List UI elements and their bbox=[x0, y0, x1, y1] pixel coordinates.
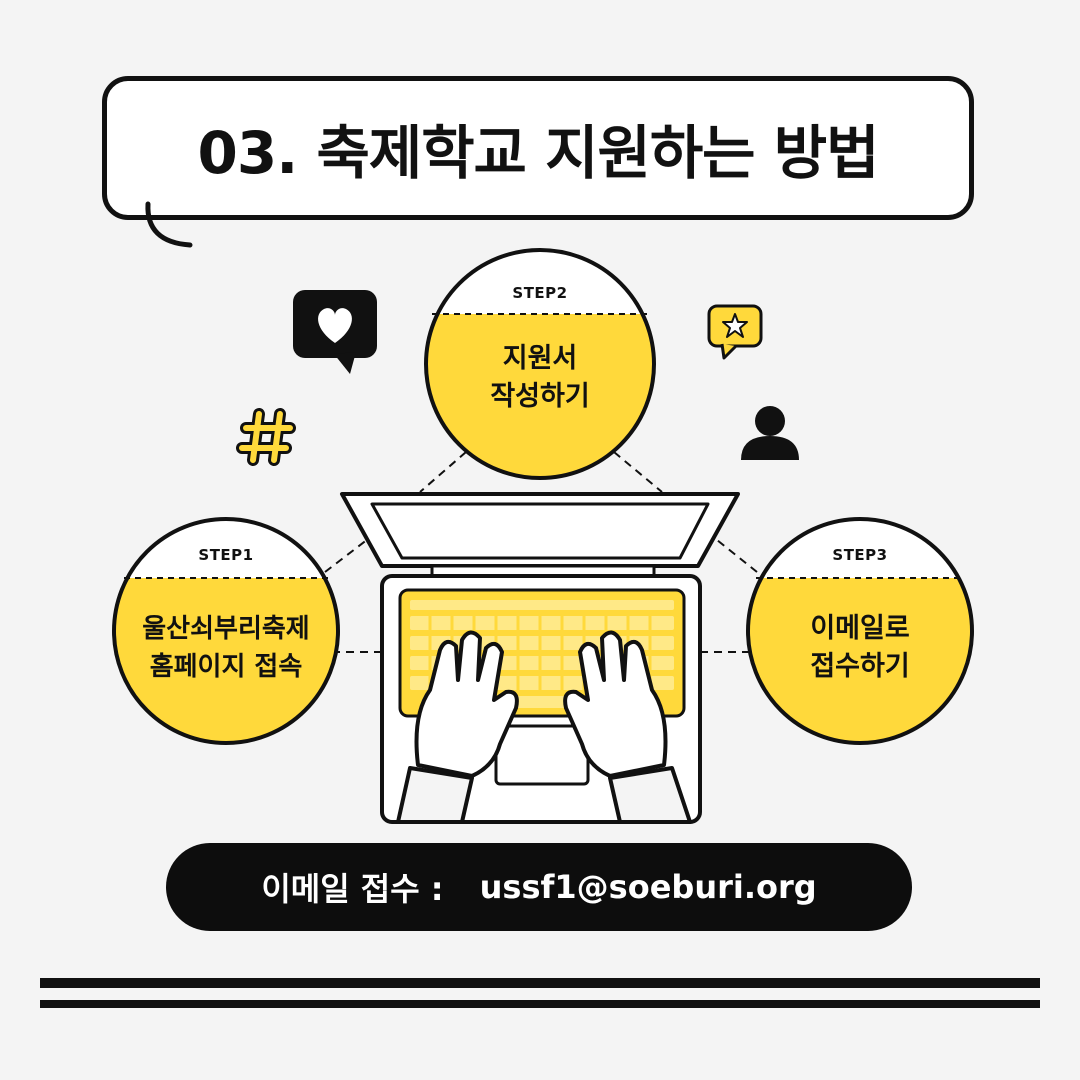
step3-line1: 이메일로 bbox=[810, 613, 910, 644]
step3-label: STEP3 bbox=[832, 546, 888, 564]
email-label: 이메일 접수 : bbox=[261, 870, 444, 908]
step2-line1: 지원서 bbox=[502, 343, 578, 374]
step3-line2: 접수하기 bbox=[810, 651, 910, 682]
step3-text: 이메일로 접수하기 bbox=[740, 610, 980, 686]
bubble-tail bbox=[145, 201, 193, 248]
page-title: 03. 축제학교 지원하는 방법 bbox=[197, 119, 880, 187]
illustration bbox=[112, 248, 974, 824]
title-bubble: 03. 축제학교 지원하는 방법 bbox=[102, 76, 974, 220]
heart-chat-icon bbox=[293, 290, 377, 374]
hashtag-icon-fill bbox=[239, 411, 293, 463]
hashtag-icon bbox=[236, 408, 296, 466]
email-banner: 이메일 접수 : ussf1@soeburi.org bbox=[166, 843, 912, 931]
divider-line-top bbox=[40, 978, 1040, 988]
step1-line2: 홈페이지 접속 bbox=[149, 652, 303, 682]
step1-line1: 울산쇠부리축제 bbox=[142, 614, 310, 644]
dashed-connectors bbox=[324, 451, 758, 653]
step2-circle bbox=[424, 248, 656, 480]
email-address[interactable]: ussf1@soeburi.org bbox=[479, 868, 817, 906]
step1-circle bbox=[112, 517, 340, 745]
divider-line-bottom bbox=[40, 1000, 1040, 1008]
step3-circle bbox=[746, 517, 974, 745]
step1-text: 울산쇠부리축제 홈페이지 접속 bbox=[106, 610, 346, 686]
step2-label: STEP2 bbox=[512, 284, 568, 302]
step1-label: STEP1 bbox=[198, 546, 254, 564]
user-icon bbox=[741, 406, 799, 460]
star-chat-icon bbox=[707, 304, 763, 360]
hands-illustration bbox=[396, 630, 692, 824]
step2-text: 지원서 작성하기 bbox=[420, 340, 660, 416]
step2-line2: 작성하기 bbox=[490, 381, 590, 412]
